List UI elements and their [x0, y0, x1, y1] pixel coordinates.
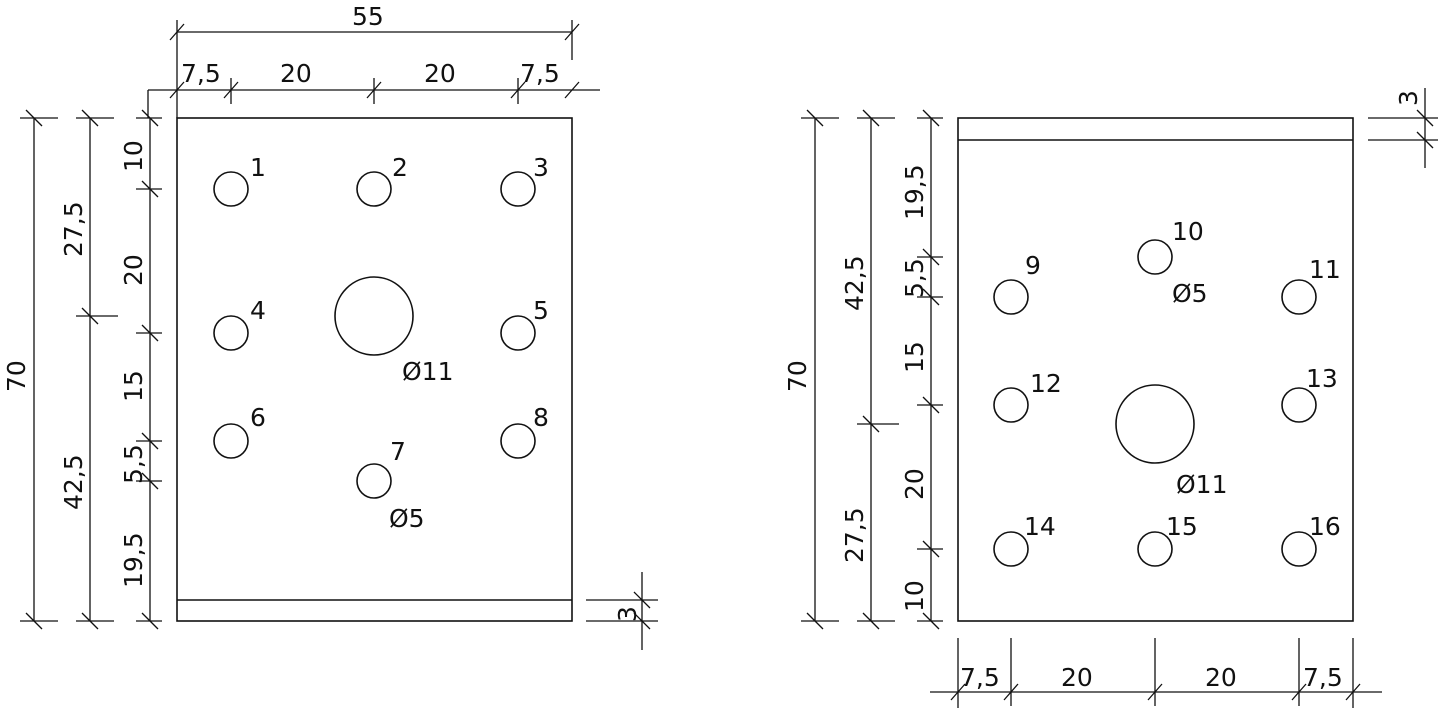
right-large-hole-label: Ø11 [1176, 470, 1228, 499]
left-plate-view: 1 2 3 4 5 6 7 8 Ø11 Ø5 55 [2, 2, 658, 650]
dim-label: 19,5 [119, 532, 148, 588]
right-hole-number: 11 [1309, 255, 1341, 284]
right-hole-15 [1137, 531, 1173, 567]
left-dim-flange: 3 [586, 572, 658, 650]
dim-label: 70 [2, 360, 31, 392]
right-plate-view: 9 10 11 12 13 14 15 16 Ø5 Ø11 3 [783, 88, 1438, 708]
left-hole-7 [356, 463, 392, 499]
dim-label: 55 [352, 2, 384, 31]
right-dim-overall-height: 70 [783, 109, 839, 630]
dim-label: 5,5 [900, 258, 929, 298]
right-dim-hole-spacing: 7,5 20 20 7,5 [930, 638, 1382, 708]
left-hole-number: 2 [392, 153, 408, 182]
right-hole-9 [993, 279, 1029, 315]
left-hole-number: 4 [250, 296, 266, 325]
dim-label: 7,5 [520, 59, 560, 88]
dim-label: 20 [1205, 663, 1237, 692]
left-plate-outline [176, 117, 573, 622]
dim-label: 5,5 [119, 444, 148, 484]
left-hole-number: 8 [533, 403, 549, 432]
left-hole-5 [500, 315, 536, 351]
left-hole-large [334, 276, 414, 356]
right-hole-number: 15 [1166, 512, 1198, 541]
dim-label: 20 [119, 254, 148, 286]
dim-label: 19,5 [900, 164, 929, 220]
dim-label: 20 [280, 59, 312, 88]
dim-label: 20 [1061, 663, 1093, 692]
dim-label: 7,5 [1303, 663, 1343, 692]
left-large-hole-label: Ø11 [402, 357, 454, 386]
right-plate-outline [957, 117, 1354, 622]
left-dim-hole-spacing: 7,5 20 20 7,5 [147, 59, 600, 118]
right-hole-14 [993, 531, 1029, 567]
right-hole-12 [993, 387, 1029, 423]
dim-label: 15 [119, 370, 148, 402]
right-hole-number: 16 [1309, 512, 1341, 541]
left-hole-number: 3 [533, 153, 549, 182]
dim-label: 20 [900, 468, 929, 500]
left-hole-2 [356, 171, 392, 207]
left-hole-8 [500, 423, 536, 459]
dim-label: 3 [1394, 90, 1423, 106]
left-hole-number: 5 [533, 296, 549, 325]
dim-label: 27,5 [59, 201, 88, 257]
left-hole-number: 7 [390, 437, 406, 466]
right-dim-height-split: 42,5 27,5 [840, 109, 899, 630]
dim-label: 20 [424, 59, 456, 88]
dim-label: 3 [613, 606, 642, 622]
left-hole-1 [213, 171, 249, 207]
right-hole-number: 9 [1025, 251, 1041, 280]
right-hole-number: 10 [1172, 217, 1204, 246]
right-hole-number: 14 [1024, 512, 1056, 541]
left-dim-hole-rows: 10 20 15 5,5 19,5 [119, 109, 162, 630]
dim-label: 10 [119, 140, 148, 172]
dim-label: 70 [783, 360, 812, 392]
dim-label: 10 [900, 580, 929, 612]
dim-label: 7,5 [181, 59, 221, 88]
dim-label: 42,5 [840, 255, 869, 311]
left-hole-number: 6 [250, 403, 266, 432]
right-dim-flange: 3 [1368, 88, 1438, 168]
left-dim-height-split: 27,5 42,5 [59, 109, 118, 630]
right-hole-10 [1137, 239, 1173, 275]
dim-label: 15 [900, 341, 929, 373]
right-small-hole-label: Ø5 [1172, 279, 1208, 308]
left-small-hole-label: Ø5 [389, 504, 425, 533]
right-hole-13 [1281, 387, 1317, 423]
left-hole-4 [213, 315, 249, 351]
left-hole-6 [213, 423, 249, 459]
dim-label: 7,5 [960, 663, 1000, 692]
right-hole-large [1115, 384, 1195, 464]
right-hole-11 [1281, 279, 1317, 315]
right-hole-16 [1281, 531, 1317, 567]
right-hole-number: 13 [1306, 364, 1338, 393]
left-dim-overall-height: 70 [2, 109, 58, 630]
dim-label: 27,5 [840, 507, 869, 563]
right-dim-hole-rows: 19,5 5,5 15 20 10 [900, 109, 943, 630]
right-hole-number: 12 [1030, 369, 1062, 398]
dim-label: 42,5 [59, 454, 88, 510]
left-hole-number: 1 [250, 153, 266, 182]
left-hole-3 [500, 171, 536, 207]
left-dim-overall-width: 55 [169, 2, 580, 118]
